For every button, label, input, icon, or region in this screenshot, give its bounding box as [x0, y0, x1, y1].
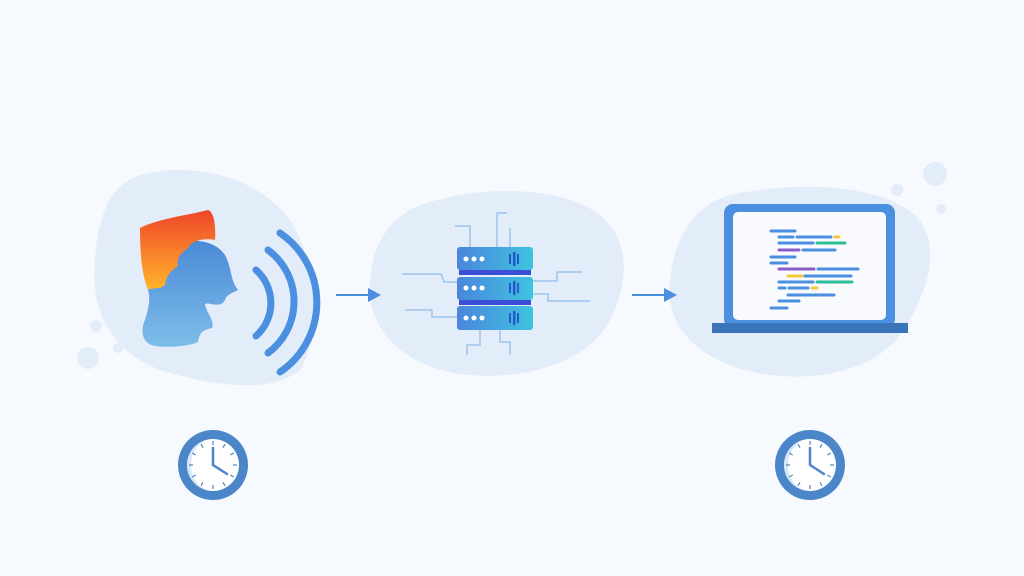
server-icon	[402, 212, 590, 355]
arrow-right-icon	[632, 288, 677, 302]
speaking-head-icon	[140, 210, 238, 347]
laptop-code-icon	[712, 204, 908, 333]
clock-icon	[775, 430, 845, 500]
clock-icon	[178, 430, 248, 500]
arrow-right-icon	[336, 288, 381, 302]
decorative-bubbles	[77, 162, 947, 369]
sound-waves-icon	[252, 229, 321, 376]
